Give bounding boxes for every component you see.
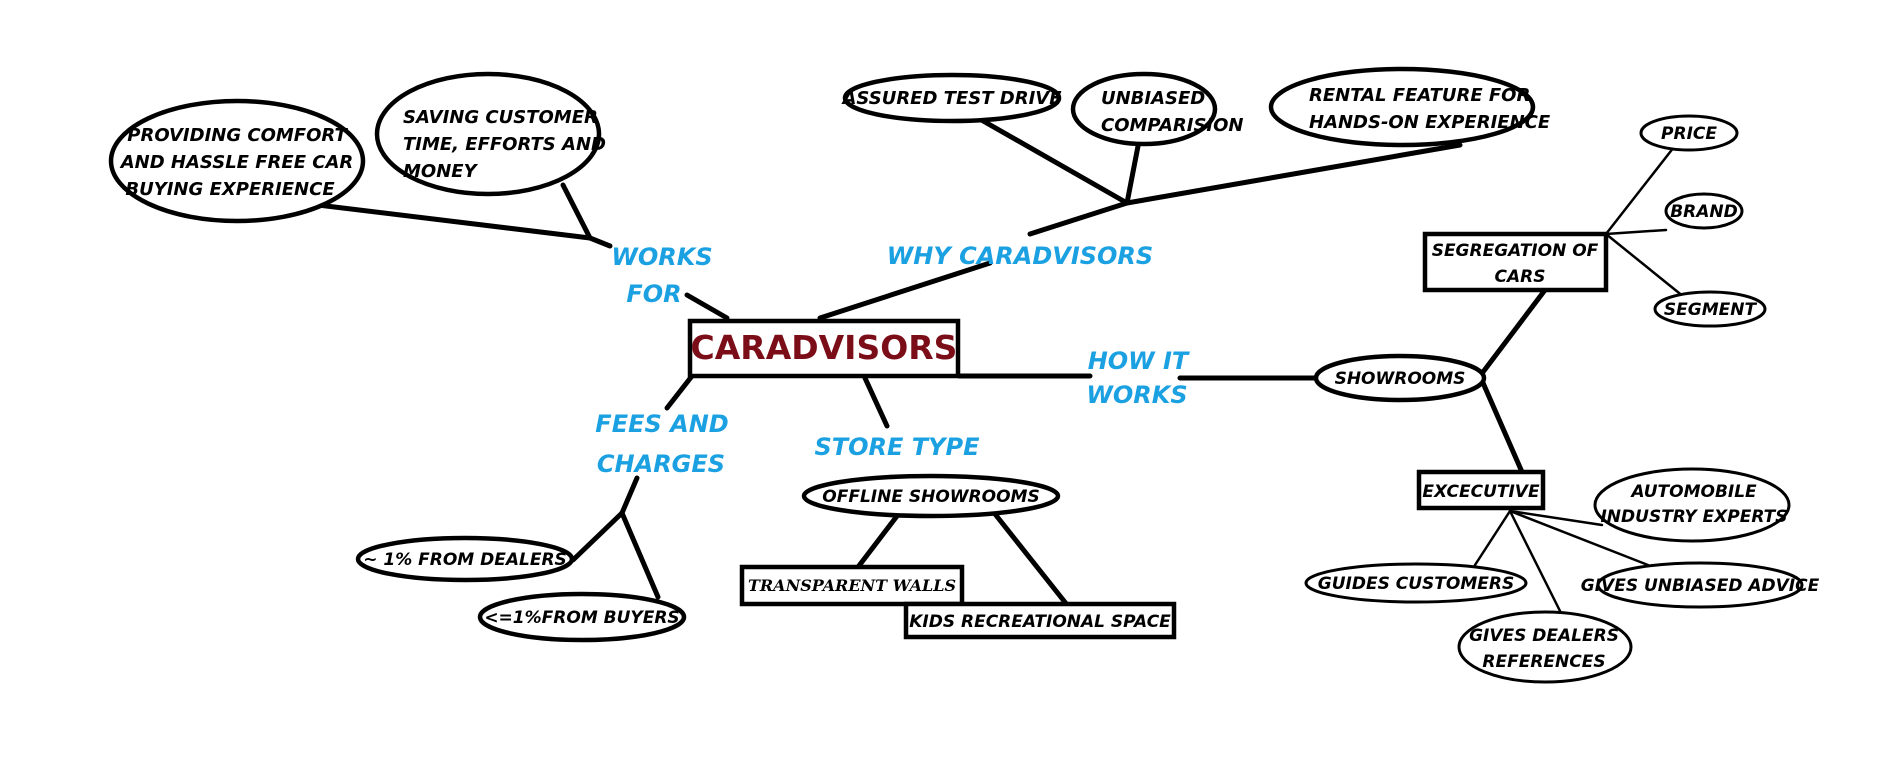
unbiased-line2: COMPARISION <box>1101 115 1243 136</box>
segregation-line1: SEGREGATION OF <box>1432 241 1599 261</box>
node-offline-showrooms: OFFLINE SHOWROOMS <box>801 473 1061 519</box>
label-fees-line1: FEES AND <box>595 410 728 438</box>
connector-offline-walls <box>852 513 900 574</box>
label-why-caradvisors: WHY CARADVISORS <box>887 242 1153 270</box>
connector-central-store <box>862 375 890 429</box>
node-brand: BRAND <box>1664 192 1744 230</box>
connector-junction-test-drive <box>975 115 1130 206</box>
segment-text: SEGMENT <box>1664 300 1758 320</box>
connector-segregation-brand <box>1604 228 1668 236</box>
experts-line2: INDUSTRY EXPERTS <box>1600 507 1787 527</box>
node-segregation: SEGREGATION OF CARS <box>1422 231 1609 293</box>
connector-central-works-for <box>684 292 730 321</box>
connector-segregation-price <box>1604 145 1676 236</box>
central-node: CARADVISORS <box>687 318 961 379</box>
label-how-it-works-line1: HOW IT <box>1088 347 1190 375</box>
connector-executive-experts <box>1508 509 1604 527</box>
connector-junction-unbiased <box>1124 138 1142 206</box>
connector-fees-junction <box>619 475 640 516</box>
experts-line1: AUTOMOBILE <box>1629 482 1757 502</box>
node-comfort: PROVIDING COMFORT AND HASSLE FREE CAR BU… <box>108 98 366 224</box>
node-price: PRICE <box>1639 114 1739 152</box>
buyers-text: <=1%FROM BUYERS <box>484 608 679 628</box>
node-unbiased: UNBIASED COMPARISION <box>1070 71 1243 147</box>
comfort-line2: AND HASSLE FREE CAR <box>119 152 354 173</box>
label-fees-line2: CHARGES <box>597 450 725 478</box>
comfort-line1: PROVIDING COMFORT <box>127 125 348 146</box>
connector-junction-saving <box>560 182 593 241</box>
label-works-for-line2: FOR <box>626 280 681 308</box>
guides-text: GUIDES CUSTOMERS <box>1318 574 1514 594</box>
saving-line3: MONEY <box>403 161 479 182</box>
offline-text: OFFLINE SHOWROOMS <box>822 487 1039 507</box>
connector-offline-kids <box>992 511 1071 609</box>
connector-executive-advice <box>1508 509 1650 567</box>
references-line2: REFERENCES <box>1482 652 1605 672</box>
connector-executive-guides <box>1473 509 1512 567</box>
node-transparent-walls: TRANSPARENT WALLS <box>739 564 965 607</box>
saving-line2: TIME, EFFORTS AND <box>403 134 606 155</box>
node-kids-space: KIDS RECREATIONAL SPACE <box>903 601 1177 640</box>
connector-executive-references <box>1508 509 1565 619</box>
test-drive-text: ASSURED TEST DRIVE <box>840 88 1062 109</box>
references-line1: GIVES DEALERS <box>1469 626 1619 646</box>
executive-text: EXCECUTIVE <box>1422 482 1540 502</box>
showrooms-text: SHOWROOMS <box>1335 369 1466 389</box>
price-text: PRICE <box>1661 124 1717 144</box>
connector-works-for-junction <box>587 235 613 249</box>
brand-text: BRAND <box>1670 202 1738 222</box>
node-saving: SAVING CUSTOMER TIME, EFFORTS AND MONEY <box>374 71 606 197</box>
connector-junction-buyers <box>619 510 661 600</box>
comfort-line3: BUYING EXPERIENCE <box>125 179 335 200</box>
dealers-text: ~ 1% FROM DEALERS <box>363 550 567 570</box>
walls-text: TRANSPARENT WALLS <box>748 576 956 595</box>
connector-why-junction <box>1027 200 1130 237</box>
node-executive: EXCECUTIVE <box>1416 469 1546 511</box>
label-how-it-works-line2: WORKS <box>1086 381 1187 409</box>
node-showrooms: SHOWROOMS <box>1313 353 1487 403</box>
connector-showrooms-executive <box>1477 373 1525 475</box>
connector-junction-comfort <box>315 202 593 241</box>
connector-junction-rental <box>1124 142 1463 206</box>
node-references: GIVES DEALERS REFERENCES <box>1457 610 1633 684</box>
kids-text: KIDS RECREATIONAL SPACE <box>909 612 1171 632</box>
connectors <box>315 115 1686 619</box>
central-title: CARADVISORS <box>691 328 958 367</box>
label-works-for-line1: WORKS <box>611 243 712 271</box>
node-dealers: ~ 1% FROM DEALERS <box>355 535 575 583</box>
rental-line2: HANDS-ON EXPERIENCE <box>1309 112 1551 133</box>
segregation-line2: CARS <box>1495 267 1546 287</box>
node-buyers: <=1%FROM BUYERS <box>477 591 687 643</box>
connector-central-why <box>817 260 993 321</box>
node-experts: AUTOMOBILE INDUSTRY EXPERTS <box>1593 467 1791 543</box>
connector-showrooms-segregation <box>1477 287 1548 379</box>
advice-text: GIVES UNBIASED ADVICE <box>1581 576 1820 596</box>
node-guides: GUIDES CUSTOMERS <box>1304 562 1528 604</box>
node-rental: RENTAL FEATURE FOR HANDS-ON EXPERIENCE <box>1268 66 1551 148</box>
node-segment: SEGMENT <box>1653 290 1767 328</box>
connector-segregation-segment <box>1604 232 1686 299</box>
unbiased-line1: UNBIASED <box>1101 88 1205 109</box>
saving-line1: SAVING CUSTOMER <box>403 107 598 128</box>
connector-junction-dealers <box>570 510 625 563</box>
node-test-drive: ASSURED TEST DRIVE <box>840 72 1062 124</box>
connector-central-fees <box>664 373 695 411</box>
rental-line1: RENTAL FEATURE FOR <box>1309 85 1530 106</box>
label-store-type: STORE TYPE <box>814 433 980 461</box>
node-advice: GIVES UNBIASED ADVICE <box>1581 561 1820 609</box>
branch-labels: WORKS FOR WHY CARADVISORS HOW IT WORKS F… <box>595 242 1190 478</box>
